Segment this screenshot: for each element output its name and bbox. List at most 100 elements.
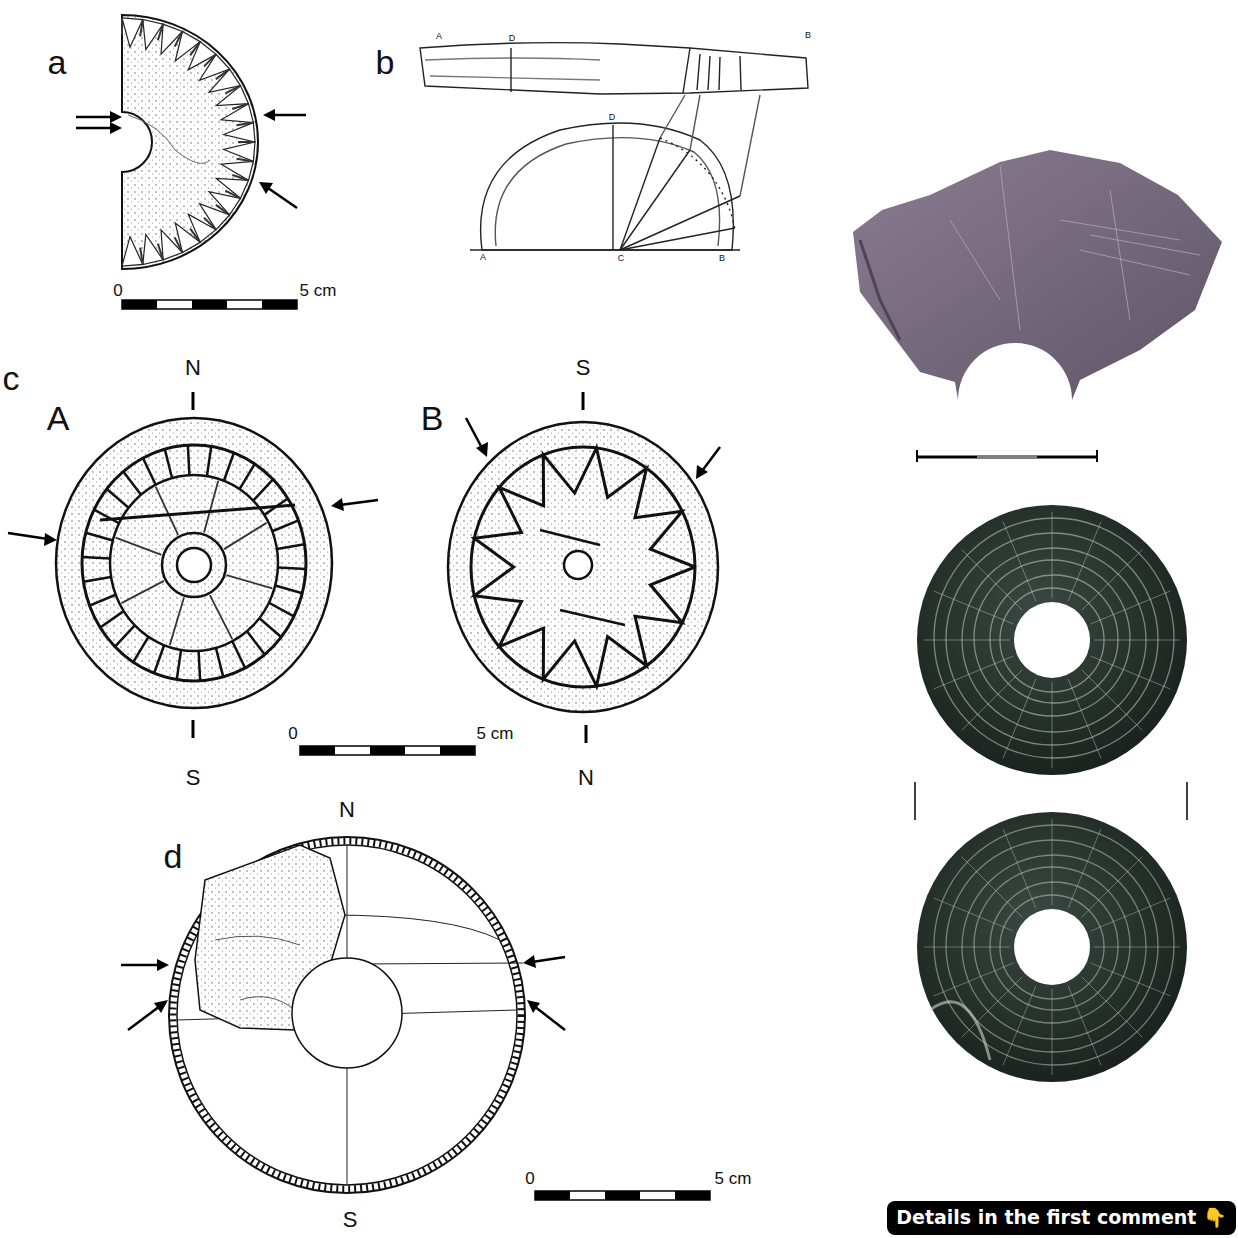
- tooth-shading: [204, 218, 216, 230]
- radial-tick: [177, 650, 181, 680]
- tooth-motif: [216, 86, 248, 106]
- radial-tick: [82, 557, 110, 558]
- radial-tick: [269, 603, 294, 617]
- tooth-motif: [161, 230, 182, 260]
- tooth-shading: [237, 123, 254, 126]
- tooth-motif: [143, 20, 163, 50]
- tooth-shading: [190, 229, 200, 243]
- tooth-shading: [225, 86, 240, 94]
- disc-b-drawing: [448, 392, 720, 743]
- incised-radial: [961, 549, 1022, 610]
- tooth-shading: [232, 104, 248, 109]
- radial-tick: [154, 645, 164, 673]
- scale-value: 5 cm: [477, 725, 514, 742]
- incised-ring: [934, 825, 1174, 1065]
- incised-radial: [934, 963, 1013, 996]
- compass-label: N: [185, 357, 201, 379]
- incised-radial: [1094, 640, 1180, 641]
- incised-radial: [1003, 679, 1036, 758]
- tooth-shading: [190, 42, 200, 56]
- radial-tick: [123, 471, 141, 494]
- radial-tick: [107, 489, 129, 508]
- profile-drawing: [420, 43, 808, 250]
- incised-radial: [934, 591, 1013, 624]
- radial-tick: [90, 595, 116, 606]
- radial-tick: [133, 637, 148, 662]
- incised-radial: [1091, 963, 1170, 996]
- compass-label: N: [578, 767, 594, 789]
- radial-tick: [216, 648, 223, 677]
- incised-radial: [924, 947, 1010, 948]
- incised-radial: [1068, 829, 1101, 908]
- radial-tick: [240, 464, 255, 489]
- compass-label: S: [343, 1209, 358, 1231]
- incised-radial: [1052, 512, 1053, 598]
- disc-reconstruction-drawing: [121, 837, 565, 1193]
- tooth-shading: [232, 175, 248, 180]
- dark-disc-photos: [915, 505, 1187, 1082]
- incised-radial: [1003, 986, 1036, 1065]
- tooth-shading: [216, 205, 230, 215]
- incised-radial: [1091, 591, 1170, 624]
- tooth-shading: [175, 237, 183, 252]
- incised-ring: [990, 882, 1118, 1010]
- incised-radial: [1068, 986, 1101, 1065]
- radial-tick: [247, 631, 265, 654]
- radial-tick: [259, 618, 281, 637]
- point-letter: B: [719, 254, 725, 263]
- incised-radial: [961, 670, 1022, 731]
- scale-value: 5 cm: [300, 282, 337, 299]
- radial-tick: [83, 577, 111, 582]
- scale-bar: [122, 300, 297, 309]
- inner-stroke: [210, 595, 232, 639]
- radial-tick: [143, 458, 156, 485]
- tooth-shading: [237, 159, 254, 162]
- radial-tick: [115, 625, 135, 646]
- incised-radial: [1052, 989, 1053, 1075]
- point-letter: A: [436, 32, 442, 41]
- radial-tick: [253, 479, 273, 500]
- tooth-shading: [238, 141, 255, 143]
- tooth-motif: [221, 161, 253, 180]
- incised-radial: [1052, 682, 1053, 768]
- disc-a-drawing: [8, 392, 378, 738]
- inner-stroke: [226, 575, 272, 588]
- compass-label: N: [339, 799, 355, 821]
- radial-tick: [277, 544, 305, 549]
- compass-label: S: [576, 357, 591, 379]
- incised-radial: [1052, 819, 1053, 905]
- radial-tick: [207, 446, 211, 476]
- tooth-motif: [122, 18, 143, 47]
- inner-stroke: [224, 523, 266, 549]
- half-disc-drawing: [76, 15, 306, 269]
- stone-fragment-photo: [853, 150, 1222, 400]
- incised-radial: [1091, 656, 1170, 689]
- point-letter: B: [805, 31, 811, 40]
- incised-ring: [990, 575, 1118, 703]
- inner-stroke: [116, 538, 162, 555]
- tooth-shading: [175, 32, 183, 47]
- scale-value: 0: [113, 282, 122, 299]
- panel-letter: d: [164, 839, 183, 873]
- panel-letter: A: [47, 401, 70, 435]
- radial-tick: [232, 641, 245, 668]
- incised-radial: [1094, 947, 1180, 948]
- tooth-motif: [224, 123, 255, 142]
- incised-radial: [961, 977, 1022, 1038]
- inner-stroke: [121, 581, 163, 603]
- scale-value: 0: [525, 1170, 534, 1187]
- incised-radial: [1068, 679, 1101, 758]
- incised-ring: [934, 518, 1174, 758]
- radial-tick: [188, 445, 190, 475]
- scale-bar: [300, 746, 475, 755]
- radial-tick: [275, 586, 302, 594]
- tooth-shading: [140, 248, 143, 265]
- tooth-shading: [158, 244, 163, 260]
- incised-radial: [934, 656, 1013, 689]
- radial-tick: [224, 453, 234, 481]
- panel-letter: c: [3, 361, 20, 395]
- radial-tick: [272, 520, 298, 531]
- incised-radial: [961, 856, 1022, 917]
- tooth-shading: [121, 18, 123, 35]
